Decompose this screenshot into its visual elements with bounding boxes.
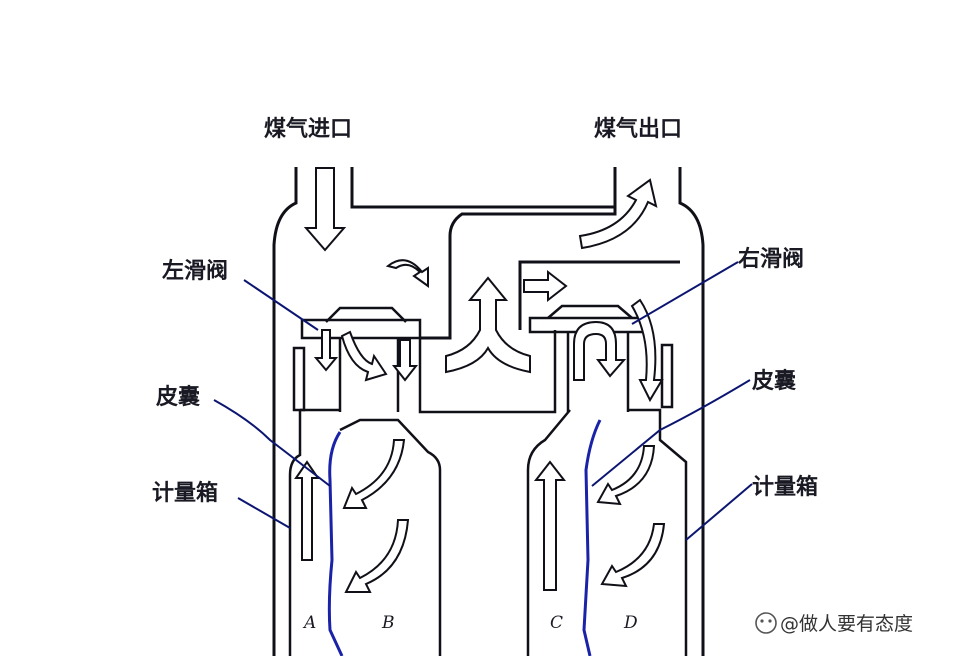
chamber-a-label: A bbox=[302, 613, 316, 633]
outlet-duct bbox=[420, 167, 682, 340]
right-metering-box bbox=[526, 408, 688, 656]
leader-lines bbox=[213, 261, 753, 541]
left-box-leader bbox=[237, 497, 291, 529]
center-split-arrow bbox=[445, 276, 531, 374]
right-slide-valve bbox=[528, 304, 647, 412]
chamber-d-label: D bbox=[623, 613, 638, 633]
left-box-arrow-1 bbox=[342, 439, 406, 509]
chamber-c-label: C bbox=[550, 613, 563, 633]
chamber-b-label: B bbox=[381, 613, 395, 633]
gas-outlet-label: 煤气出口 bbox=[594, 116, 682, 142]
left-metering-box bbox=[288, 410, 442, 656]
center-partition bbox=[418, 330, 557, 414]
right-valve-leader bbox=[631, 261, 739, 325]
gas-inlet-label: 煤气进口 bbox=[264, 116, 352, 142]
left-top-arrow bbox=[385, 259, 429, 288]
left-bladder-leader bbox=[213, 399, 331, 487]
inlet-duct bbox=[294, 167, 617, 209]
right-valve-loop-arrow bbox=[573, 320, 627, 381]
watermark-text: @做人要有态度 bbox=[780, 613, 913, 635]
left-metering-box-label: 计量箱 bbox=[152, 480, 218, 506]
right-side-tab bbox=[660, 343, 674, 409]
left-valve-arrow-2 bbox=[340, 330, 388, 382]
left-slide-valve-label: 左滑阀 bbox=[162, 258, 228, 284]
left-slide-valve bbox=[300, 306, 422, 412]
right-box-leader bbox=[685, 483, 753, 541]
right-bladder-label: 皮囊 bbox=[752, 368, 796, 394]
right-box-up-arrow bbox=[533, 460, 567, 591]
right-side-arrow bbox=[630, 298, 664, 403]
left-bladder-line bbox=[327, 431, 344, 656]
left-side-tab bbox=[292, 346, 306, 412]
right-bladder-line bbox=[582, 419, 602, 656]
right-box-arrow-2 bbox=[600, 523, 666, 588]
right-metering-box-label: 计量箱 bbox=[752, 474, 818, 500]
outlet-up-arrow bbox=[578, 178, 658, 250]
watermark-logo-icon bbox=[755, 612, 777, 634]
left-bladder-label: 皮囊 bbox=[156, 384, 200, 410]
meter-housing bbox=[272, 167, 705, 656]
watermark: @做人要有态度 bbox=[755, 612, 913, 635]
right-bladder-leader bbox=[591, 379, 751, 487]
right-box-arrow-1 bbox=[596, 445, 656, 506]
right-slide-valve-label: 右滑阀 bbox=[738, 247, 804, 272]
outlet-channel bbox=[518, 260, 680, 330]
left-valve-arrow-1 bbox=[313, 329, 339, 372]
left-box-up-arrow bbox=[294, 460, 320, 561]
left-box-arrow-2 bbox=[344, 519, 410, 593]
inlet-down-arrow bbox=[303, 167, 347, 252]
left-valve-arrow-3 bbox=[391, 339, 419, 382]
left-valve-leader bbox=[243, 279, 319, 331]
right-channel-arrow bbox=[523, 269, 568, 303]
flow-arrows bbox=[294, 167, 666, 593]
